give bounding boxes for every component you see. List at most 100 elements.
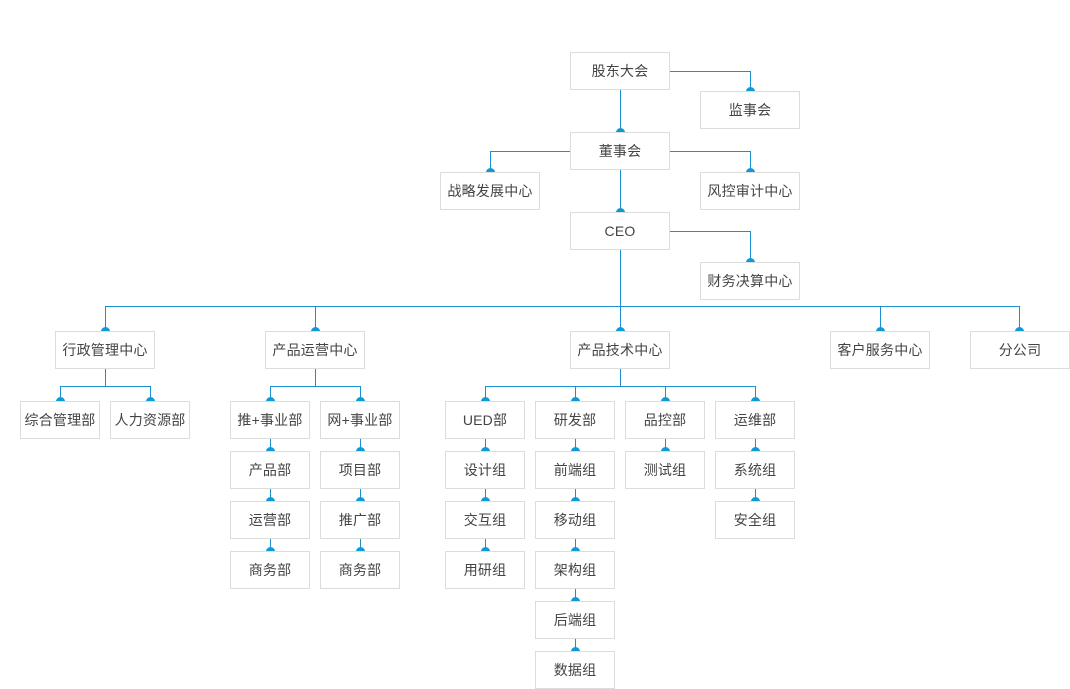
org-node-ops-tui-business[interactable]: 商务部 <box>230 551 310 589</box>
connector-line <box>620 170 621 212</box>
connector-line <box>620 151 750 152</box>
connector-line <box>270 386 271 401</box>
org-node-tech-rd-mobile[interactable]: 移动组 <box>535 501 615 539</box>
connector-line <box>360 539 361 551</box>
org-node-tech-ued-research[interactable]: 用研组 <box>445 551 525 589</box>
org-node-tech-ops[interactable]: 运维部 <box>715 401 795 439</box>
org-node-supervisory[interactable]: 监事会 <box>700 91 800 129</box>
org-node-ops-tui[interactable]: 推+事业部 <box>230 401 310 439</box>
connector-line <box>620 90 621 132</box>
connector-line <box>105 306 106 331</box>
org-node-label: 商务部 <box>248 562 292 578</box>
connector-line <box>880 306 881 331</box>
org-node-tech-rd-data[interactable]: 数据组 <box>535 651 615 689</box>
org-node-ops-wang[interactable]: 网+事业部 <box>320 401 400 439</box>
connector-line <box>665 386 666 401</box>
org-node-label: 数据组 <box>553 662 597 678</box>
org-node-label: 人力资源部 <box>114 412 186 428</box>
org-node-tech-ued[interactable]: UED部 <box>445 401 525 439</box>
org-node-tech-rd-frontend[interactable]: 前端组 <box>535 451 615 489</box>
org-node-board[interactable]: 董事会 <box>570 132 670 170</box>
connector-line <box>485 386 486 401</box>
org-node-label: 运营部 <box>248 512 292 528</box>
connector-line <box>575 386 576 401</box>
org-node-tech-rd-backend[interactable]: 后端组 <box>535 601 615 639</box>
org-node-label: 董事会 <box>598 143 642 159</box>
connector-line <box>485 539 486 551</box>
org-node-ops-tui-product[interactable]: 产品部 <box>230 451 310 489</box>
connector-line <box>750 71 751 91</box>
org-node-ceo[interactable]: CEO <box>570 212 670 250</box>
org-node-tech-ued-design[interactable]: 设计组 <box>445 451 525 489</box>
connector-line <box>575 539 576 551</box>
org-node-tech-rd[interactable]: 研发部 <box>535 401 615 439</box>
connector-line <box>750 151 751 172</box>
org-node-label: 系统组 <box>733 462 777 478</box>
connector-line <box>1019 306 1020 331</box>
connector-line <box>665 439 666 451</box>
connector-line <box>575 439 576 451</box>
connector-line <box>620 250 621 306</box>
org-node-label: 风控审计中心 <box>707 183 793 199</box>
org-node-label: 产品部 <box>248 462 292 478</box>
org-node-shareholders[interactable]: 股东大会 <box>570 52 670 90</box>
org-node-finance[interactable]: 财务决算中心 <box>700 262 800 300</box>
connector-line <box>620 306 621 331</box>
org-node-tech-qa-test[interactable]: 测试组 <box>625 451 705 489</box>
org-node-label: 行政管理中心 <box>62 342 148 358</box>
connector-line <box>60 386 61 401</box>
org-node-tech-ued-interaction[interactable]: 交互组 <box>445 501 525 539</box>
org-node-label: 研发部 <box>553 412 597 428</box>
connector-line <box>755 489 756 501</box>
connector-line <box>150 386 151 401</box>
org-node-label: 股东大会 <box>591 63 649 79</box>
connector-line <box>485 439 486 451</box>
org-node-label: CEO <box>604 223 636 239</box>
connector-line <box>360 489 361 501</box>
org-node-label: 网+事业部 <box>327 412 393 428</box>
connector-line <box>270 539 271 551</box>
org-node-label: 战略发展中心 <box>447 183 533 199</box>
org-node-tech-ops-system[interactable]: 系统组 <box>715 451 795 489</box>
org-node-label: 用研组 <box>463 562 507 578</box>
org-node-label: 测试组 <box>643 462 687 478</box>
org-node-strategy[interactable]: 战略发展中心 <box>440 172 540 210</box>
org-node-label: 交互组 <box>463 512 507 528</box>
connector-line <box>485 386 755 387</box>
org-node-riskaudit[interactable]: 风控审计中心 <box>700 172 800 210</box>
org-node-admin-general[interactable]: 综合管理部 <box>20 401 100 439</box>
org-node-label: 客户服务中心 <box>837 342 923 358</box>
org-node-technology[interactable]: 产品技术中心 <box>570 331 670 369</box>
connector-line <box>105 369 106 386</box>
connector-line <box>755 439 756 451</box>
org-node-admin-hr[interactable]: 人力资源部 <box>110 401 190 439</box>
connector-line <box>620 369 621 386</box>
org-node-tech-qa[interactable]: 品控部 <box>625 401 705 439</box>
org-node-tech-ops-security[interactable]: 安全组 <box>715 501 795 539</box>
org-node-ops-wang-project[interactable]: 项目部 <box>320 451 400 489</box>
org-node-ops-wang-business[interactable]: 商务部 <box>320 551 400 589</box>
connector-line <box>270 439 271 451</box>
org-node-tech-rd-architecture[interactable]: 架构组 <box>535 551 615 589</box>
org-node-customer[interactable]: 客户服务中心 <box>830 331 930 369</box>
connector-line <box>270 386 360 387</box>
org-node-ops-tui-operate[interactable]: 运营部 <box>230 501 310 539</box>
connector-line <box>755 386 756 401</box>
connector-line <box>315 369 316 386</box>
org-node-operations[interactable]: 产品运营中心 <box>265 331 365 369</box>
connector-line <box>360 439 361 451</box>
org-node-label: 监事会 <box>728 102 772 118</box>
org-node-label: UED部 <box>462 412 508 428</box>
org-node-label: 前端组 <box>553 462 597 478</box>
connector-line <box>575 589 576 601</box>
org-node-admin[interactable]: 行政管理中心 <box>55 331 155 369</box>
connector-line <box>620 231 750 232</box>
org-node-ops-wang-promote[interactable]: 推广部 <box>320 501 400 539</box>
org-node-label: 产品运营中心 <box>272 342 358 358</box>
connector-line <box>750 231 751 262</box>
org-node-branch[interactable]: 分公司 <box>970 331 1070 369</box>
connector-line <box>575 489 576 501</box>
connector-line <box>485 489 486 501</box>
org-node-label: 后端组 <box>553 612 597 628</box>
